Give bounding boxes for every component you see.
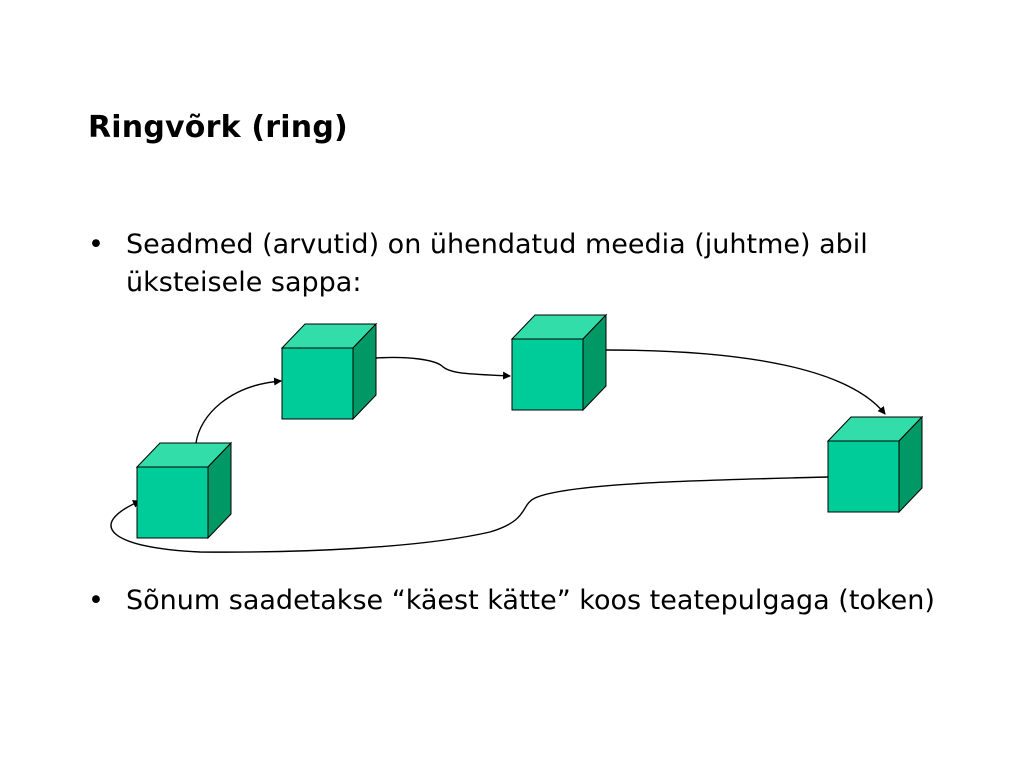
- link-3-to-4: [605, 349, 886, 415]
- node-computer: [280, 322, 378, 421]
- slide-title: Ringvõrk (ring): [88, 110, 348, 145]
- link-2-to-3: [375, 356, 511, 380]
- bullet-text: Seadmed (arvutid) on ühendatud meedia (j…: [126, 229, 868, 298]
- link-1-to-2: [195, 377, 282, 444]
- node-computer: [826, 415, 924, 514]
- bullet-marker: •: [88, 585, 104, 616]
- link-4-to-1: [110, 476, 829, 553]
- bullet-marker: •: [88, 229, 104, 260]
- bullet-text: Sõnum saadetakse “käest kätte” koos teat…: [126, 585, 935, 616]
- node-computer: [135, 441, 233, 540]
- node-computer: [510, 313, 608, 412]
